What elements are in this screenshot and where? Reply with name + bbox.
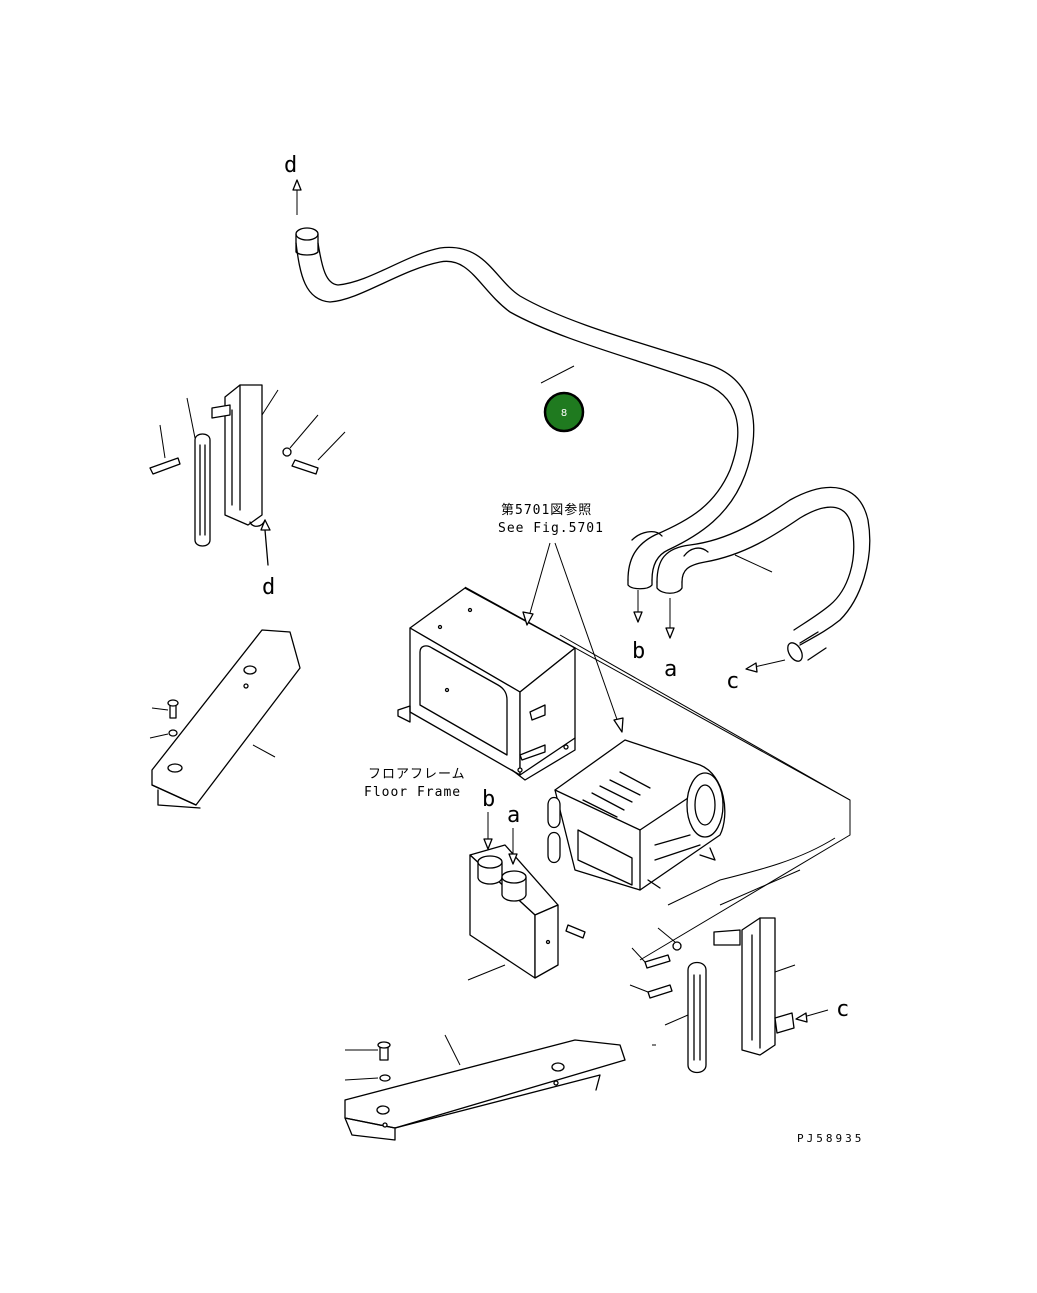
lower-bracket: [344, 1034, 626, 1141]
label-b-hose: b: [632, 639, 645, 664]
upper-hose: [295, 227, 755, 590]
label-b-tank: b: [482, 787, 495, 812]
label-a-hose: a: [664, 657, 677, 682]
label-d-left: d: [262, 575, 275, 600]
label-a-tank: a: [507, 803, 520, 828]
left-clamp-assembly: [149, 384, 346, 566]
upper-bracket: [149, 629, 301, 809]
reference-note-en: See Fig.5701: [498, 521, 604, 536]
heater-box: [397, 587, 576, 781]
lower-hose: [656, 486, 871, 662]
reference-note-jp: 第5701図参照: [501, 502, 592, 518]
label-c-right: c: [836, 997, 849, 1022]
reference-arrows: [522, 365, 624, 733]
callout-number: 8: [561, 408, 567, 419]
floor-frame: [464, 586, 851, 961]
tank: [467, 844, 586, 981]
part-callout-8[interactable]: 8: [543, 391, 585, 433]
label-c-hose: c: [726, 669, 739, 694]
floor-frame-label-jp: フロアフレーム: [368, 767, 466, 782]
label-arrows: [292, 179, 829, 1023]
letter-labels: d d b a c b a c: [262, 153, 849, 1022]
floor-frame-label-en: Floor Frame: [364, 785, 461, 800]
drawing-code: PJ58935: [797, 1132, 864, 1145]
right-clamp-assembly: [629, 917, 796, 1074]
callout-circle[interactable]: [543, 391, 585, 433]
blower-unit: [547, 739, 726, 891]
notes: 第5701図参照 See Fig.5701 フロアフレーム Floor Fram…: [364, 502, 864, 1145]
label-d-top: d: [284, 153, 297, 178]
